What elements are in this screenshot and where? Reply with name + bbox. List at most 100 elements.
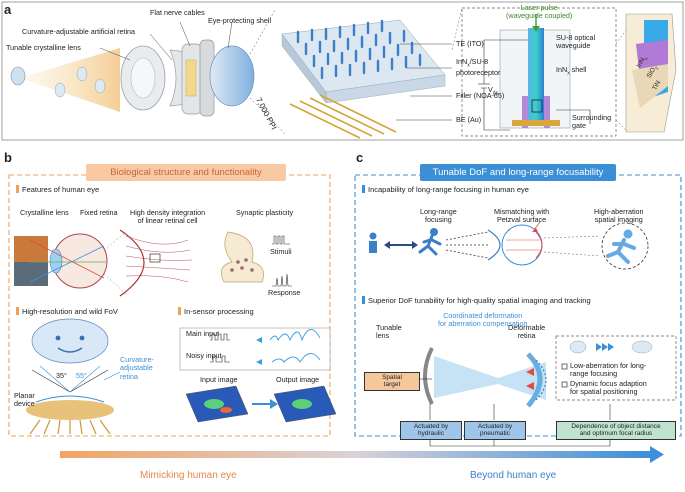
label-te-ito: TE (ITO)	[456, 39, 484, 48]
label-vds: Vds	[488, 85, 499, 97]
c-dynamic-focus: Dynamic focus adaption for spatial posit…	[570, 379, 647, 397]
c-long-range: Long-range focusing	[420, 207, 457, 225]
b-planar-a: Planar	[14, 391, 35, 400]
c-section-incapability: Incapability of long-range focusing in h…	[362, 185, 529, 195]
panel-a-letter: a	[4, 2, 12, 17]
c-mismatch-a: Mismatching with	[494, 207, 550, 216]
c-aberr-a: High-aberration	[594, 207, 644, 216]
label-be-au: BE (Au)	[456, 115, 482, 124]
b-high-density: High density integration of linear retin…	[130, 208, 206, 226]
panel-c-ribbon: Tunable DoF and long-range focusability	[420, 164, 616, 181]
b-response: Response	[268, 288, 301, 297]
bottom-right-label: Beyond human eye	[470, 470, 557, 481]
b-planar-device: Planar device	[14, 391, 35, 409]
b-noisy-input: Noisy input	[186, 351, 222, 360]
b-curv-retina: Curvature- adjustable retina	[120, 355, 154, 381]
c-deform-b: retina	[517, 331, 536, 341]
label-su8-waveguide: SU-8 optical waveguide	[556, 33, 596, 51]
b-main-input: Main input	[186, 329, 220, 338]
label-innx-sub: x	[567, 70, 570, 77]
c-low-a: Low-aberration for long-	[570, 361, 647, 370]
b-hd-a: High density integration	[130, 208, 206, 217]
label-flat-nerve-cables: Flat nerve cables	[150, 8, 205, 17]
c-coord-b: for aberration compensation	[438, 319, 528, 329]
c-aberration: High-aberration spatial imaging	[594, 207, 644, 225]
label-surrounding-gate: Surrounding gate	[572, 113, 611, 131]
b-section-insensor-text: In-sensor processing	[184, 307, 254, 316]
label-laser-a: Laser pulse	[520, 3, 558, 12]
b-section-fov-text: High-resolution and wild FoV	[22, 307, 118, 316]
label-eye-protecting-shell: Eye-protecting shell	[208, 16, 272, 25]
b-section-fov: High-resolution and wild FoV	[16, 307, 118, 317]
label-su8-b: waveguide	[556, 41, 591, 51]
label-su8-a: SU-8 optical	[556, 33, 596, 42]
c-spatial-b: target	[383, 381, 401, 389]
c-section-incapability-text: Incapability of long-range focusing in h…	[368, 185, 529, 194]
b-section-insensor: In-sensor processing	[178, 307, 254, 317]
c-deformable-retina: Deformable retina	[508, 323, 546, 341]
b-output-image: Output image	[276, 375, 320, 384]
c-coordinated: Coordinated deformation for aberration c…	[438, 311, 528, 329]
c-spatial-a: Spatial	[382, 374, 402, 381]
b-angle-35: 35°	[56, 371, 67, 380]
c-tunable-lens: Tunable lens	[376, 323, 402, 341]
label-vds-sub: ds	[492, 90, 499, 97]
eye-icon	[10, 66, 106, 98]
label-photoreceptor-sub: x	[467, 62, 470, 69]
c-deform-a: Deformable	[508, 323, 546, 332]
c-mismatch-b: Petzval surface	[496, 215, 547, 225]
c-pneu-b: pneumatic	[480, 430, 510, 438]
label-surround-b: gate	[572, 121, 586, 131]
bottom-left-label: Mimicking human eye	[140, 470, 237, 481]
b-fixed-retina: Fixed retina	[80, 208, 118, 217]
label-innx-a: InN	[556, 65, 568, 74]
c-dyn-a: Dynamic focus adaption	[570, 379, 647, 388]
b-section-features: Features of human eye	[16, 185, 99, 195]
c-pneu-a: Actuated by	[477, 423, 513, 430]
label-curvature-retina: Curvature-adjustable artificial retina	[22, 27, 136, 36]
label-photoreceptor: InNx/SU-8 photoreceptor	[456, 57, 501, 78]
label-photoreceptor-a: InN	[456, 57, 468, 66]
b-crystalline-lens: Crystalline lens	[20, 208, 69, 217]
c-long-a: Long-range	[420, 207, 457, 216]
c-hydraulic-box: Actuated by hydraulic	[400, 421, 462, 440]
c-tunable-b: lens	[376, 331, 390, 341]
b-curv-a: Curvature-	[120, 355, 154, 364]
b-curv-c: retina	[120, 371, 138, 381]
c-hyd-b: hydraulic	[417, 430, 444, 438]
c-long-b: focusing	[425, 215, 452, 225]
c-section-superior-text: Superior DoF tunability for high-quality…	[368, 296, 591, 305]
c-section-superior: Superior DoF tunability for high-quality…	[362, 296, 591, 306]
c-hyd-a: Actuated by	[413, 423, 449, 430]
panel-c-letter: c	[356, 150, 364, 165]
label-laser-pulse: Laser pulse (waveguide coupled)	[506, 3, 573, 21]
b-angle-55: 55°	[76, 371, 87, 380]
c-low-aberration: Low-aberration for long- range focusing	[570, 361, 647, 379]
c-low-b: range focusing	[570, 369, 618, 379]
c-tunable-a: Tunable	[376, 323, 402, 332]
c-aberr-b: spatial imaging	[594, 215, 643, 225]
c-spatial-target: Spatial target	[364, 372, 420, 391]
c-mismatch: Mismatching with Petzval surface	[494, 207, 550, 225]
c-pneumatic-box: Actuated by pneumatic	[464, 421, 526, 440]
c-dyn-b: for spatial positioning	[570, 387, 638, 397]
b-stimuli: Stimuli	[270, 247, 292, 256]
b-synaptic: Synaptic plasticity	[236, 208, 294, 217]
b-input-image: Input image	[200, 375, 238, 384]
b-curv-b: adjustable	[120, 363, 153, 373]
c-dep-a: Dependence of object distance	[571, 423, 661, 430]
label-vds-a: V	[488, 85, 493, 94]
label-laser-b: (waveguide coupled)	[506, 11, 573, 21]
c-dep-b: and optimum focal radius	[579, 430, 653, 438]
c-dependence-box: Dependence of object distance and optimu…	[556, 421, 676, 440]
label-filler: Filler (NOA-65)	[456, 91, 505, 100]
label-tunable-lens: Tunable crystalline lens	[6, 43, 81, 52]
c-coord-a: Coordinated deformation	[443, 311, 523, 320]
b-section-features-text: Features of human eye	[22, 185, 100, 194]
panel-b-ribbon: Biological structure and functionality	[86, 164, 286, 181]
label-photoreceptor-c: photoreceptor	[456, 68, 501, 78]
label-innx-b: shell	[569, 65, 587, 74]
label-innx-shell: InNx shell	[556, 65, 587, 77]
label-photoreceptor-b: /SU-8	[469, 57, 489, 66]
